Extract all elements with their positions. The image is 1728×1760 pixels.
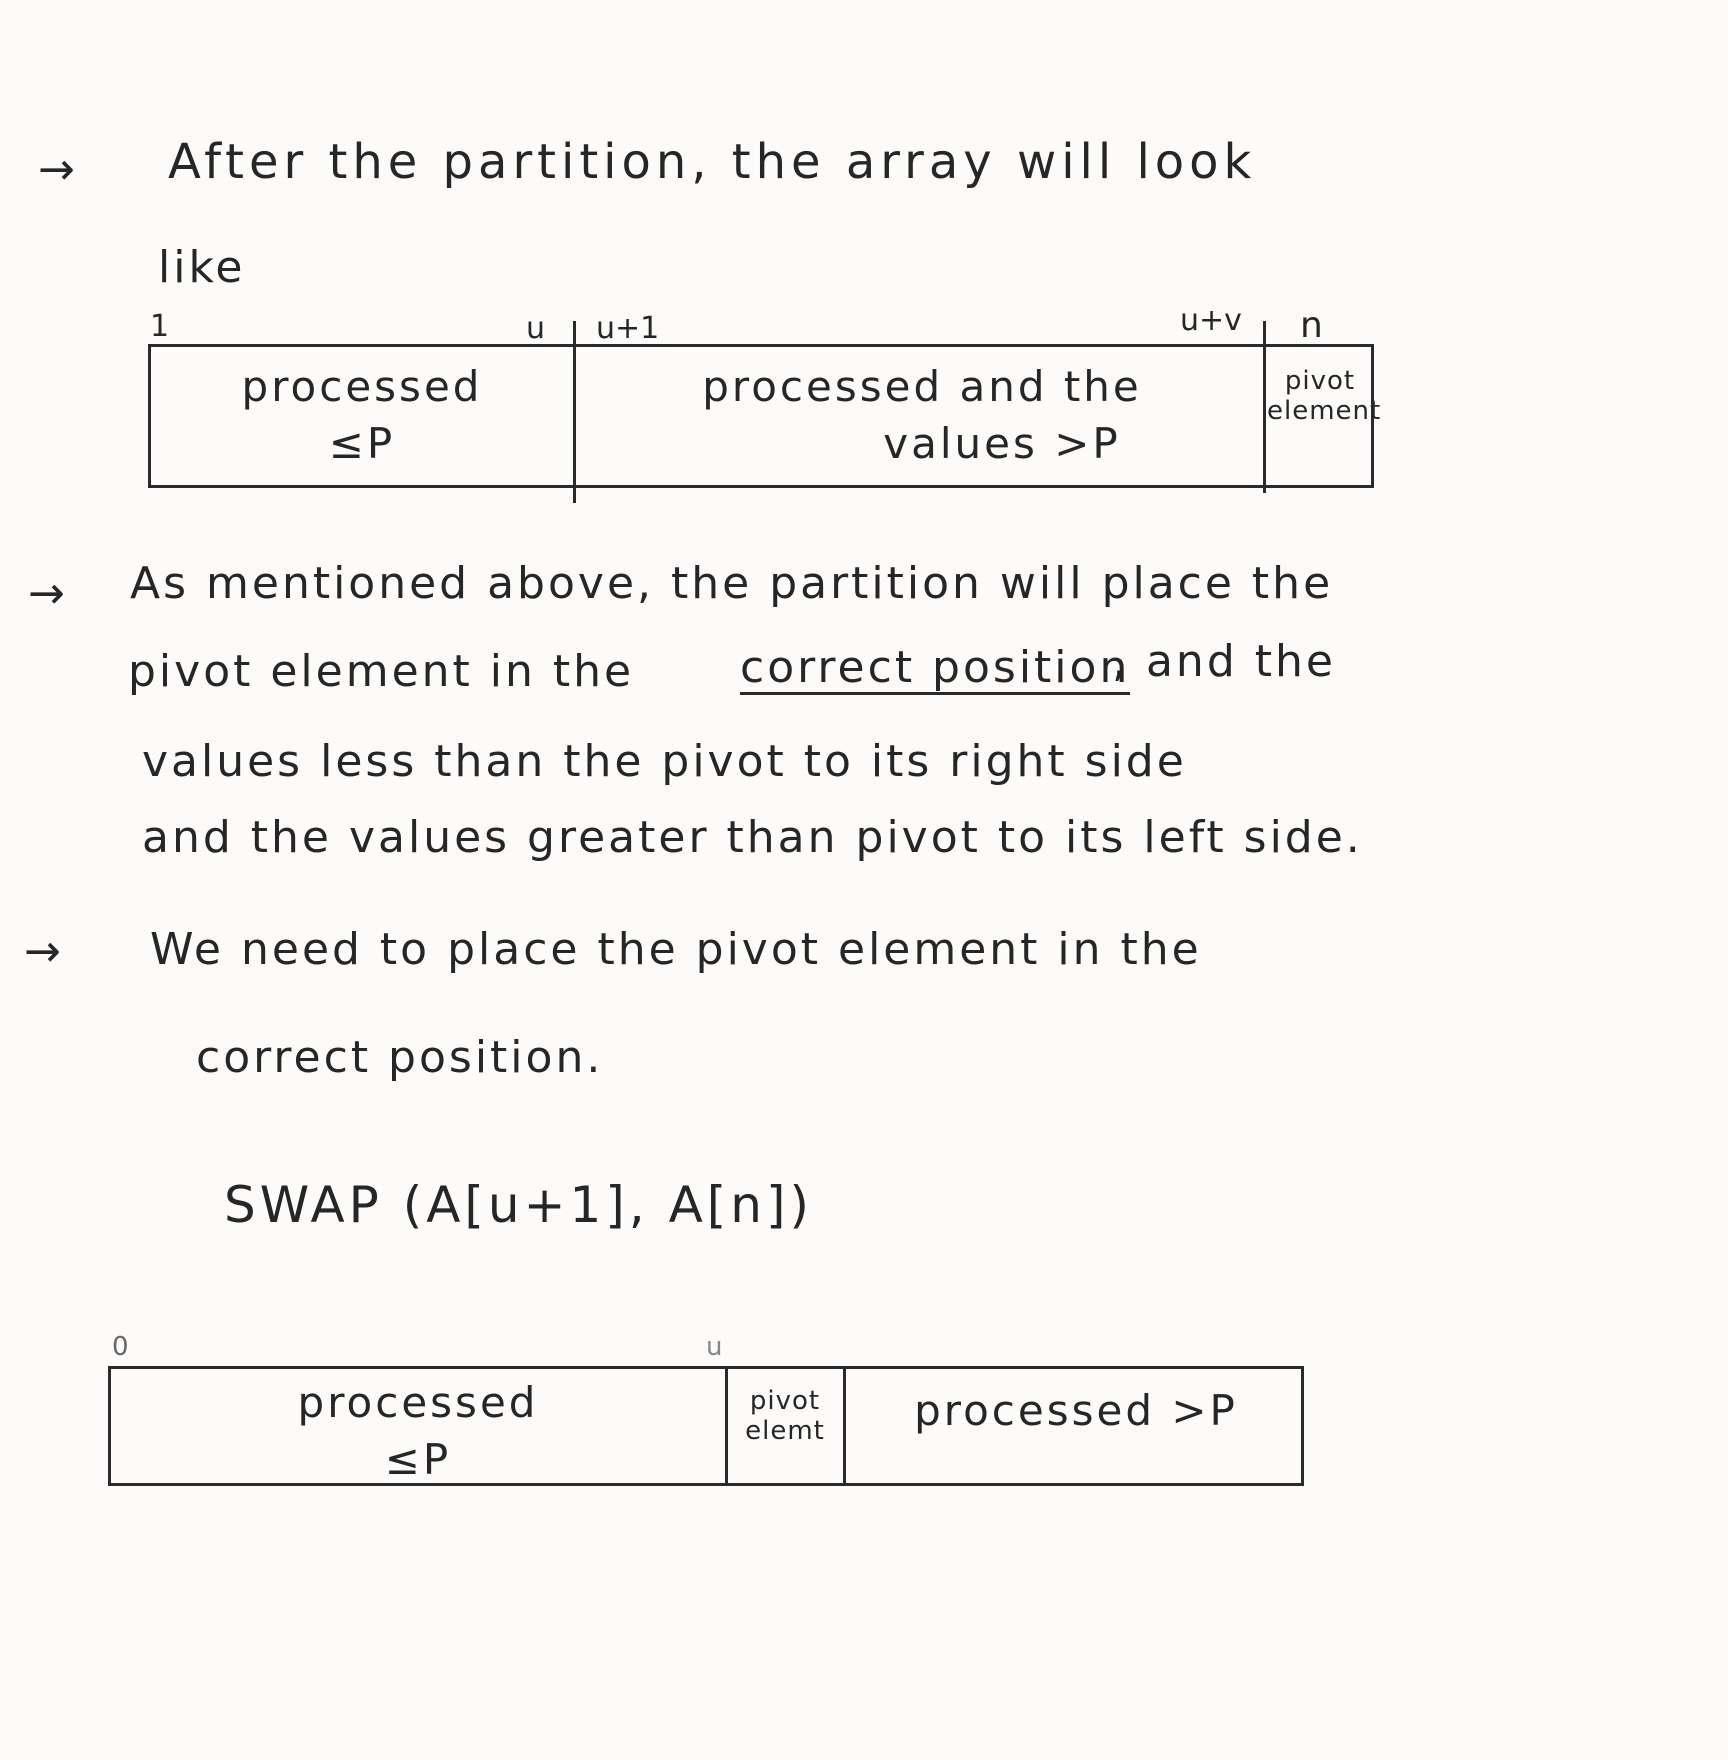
cell2-divider-1	[725, 1369, 728, 1483]
intro-line-2: like	[158, 242, 246, 293]
cell-processed-le-p: processed ≤P	[241, 362, 483, 468]
cell-divider-u	[573, 321, 576, 503]
cell2-processed-le-p: processed ≤P	[297, 1378, 539, 1484]
swap-expression: SWAP (A[u+1], A[n])	[224, 1176, 814, 1234]
paragraph-line-4: and the values greater than pivot to its…	[142, 812, 1363, 863]
cell-divider-u-plus-v	[1263, 321, 1266, 493]
arrow-bullet-1: →	[38, 144, 75, 195]
intro-line-1: After the partition, the array will look	[168, 134, 1257, 190]
paragraph-line-2a: pivot element in the	[128, 646, 635, 697]
array-box-before: processed ≤P processed and the values >P…	[148, 321, 1382, 503]
task-line-1: We need to place the pivot element in th…	[150, 924, 1202, 975]
cell2-divider-2	[843, 1369, 846, 1483]
paragraph-line-1: As mentioned above, the partition will p…	[130, 558, 1334, 609]
index-label-1: 1	[150, 309, 170, 344]
arrow-bullet-2: →	[28, 568, 65, 619]
index-label-u-plus-1: u+1	[596, 311, 660, 346]
index-label-n: n	[1300, 305, 1323, 346]
index-label-u-2: u	[706, 1332, 723, 1362]
paragraph-highlight-correct-position: correct position	[740, 642, 1131, 695]
index-label-u-plus-v: u+v	[1180, 303, 1242, 338]
cell-processed-gt-p: processed and the values >P	[702, 362, 1142, 468]
task-line-2: correct position.	[196, 1032, 604, 1083]
index-label-0: 0	[112, 1332, 129, 1362]
cell-pivot-element: pivot element	[1267, 366, 1382, 426]
paragraph-line-2b: , and the	[1112, 636, 1336, 687]
paragraph-line-3: values less than the pivot to its right …	[142, 736, 1187, 787]
index-label-u: u	[526, 311, 546, 346]
arrow-bullet-3: →	[24, 926, 61, 977]
cell2-processed-gt-p: processed >P	[914, 1386, 1238, 1435]
array-box-after: processed ≤P pivot elemt processed >P	[108, 1366, 1304, 1486]
cell2-pivot-element: pivot elemt	[745, 1386, 825, 1446]
